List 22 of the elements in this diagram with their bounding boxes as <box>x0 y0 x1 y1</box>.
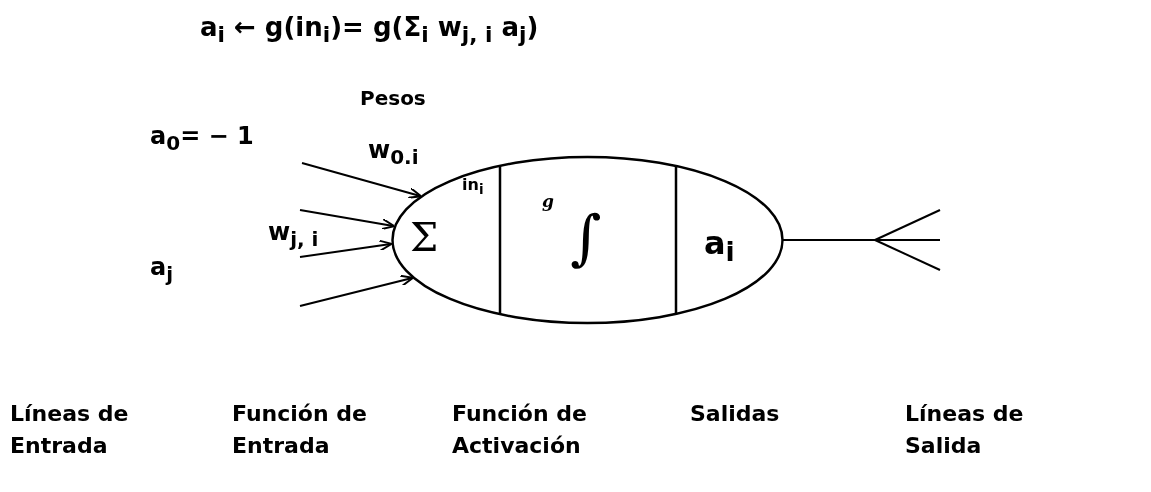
input-arrow <box>301 162 423 199</box>
column-caption: Función de Entrada <box>232 400 368 460</box>
column-caption: Líneas de Salida <box>905 400 1025 460</box>
function-label: g <box>542 193 554 210</box>
sigma-symbol: Σ <box>410 217 439 257</box>
column-caption: Función de Activación <box>452 400 588 460</box>
branch-line <box>874 239 941 241</box>
output-activation-label: a$_{i}$ <box>704 227 735 267</box>
output-line <box>781 239 876 241</box>
net-input-label: in$_{i}$ <box>462 177 484 197</box>
column-caption: Salidas <box>690 400 781 428</box>
branch-line <box>874 209 941 241</box>
column-caption: Líneas de Entrada <box>10 400 130 460</box>
input-arrow <box>299 239 393 258</box>
integral-symbol: ∫ <box>570 207 602 267</box>
weights-label: Pesos <box>360 88 426 108</box>
formula-title: a$_{i}$ ← g(in$_{i}$)= g(Σ$_{i}$ w$_{j, i}$ a$_{j}$) <box>200 14 539 46</box>
branch-line <box>874 239 941 271</box>
input-arrow <box>299 209 396 231</box>
bias-input-label: a$_{0}$= − 1 <box>150 124 254 153</box>
input-arrow <box>299 274 415 307</box>
input-label: a$_{j}$ <box>150 255 174 284</box>
